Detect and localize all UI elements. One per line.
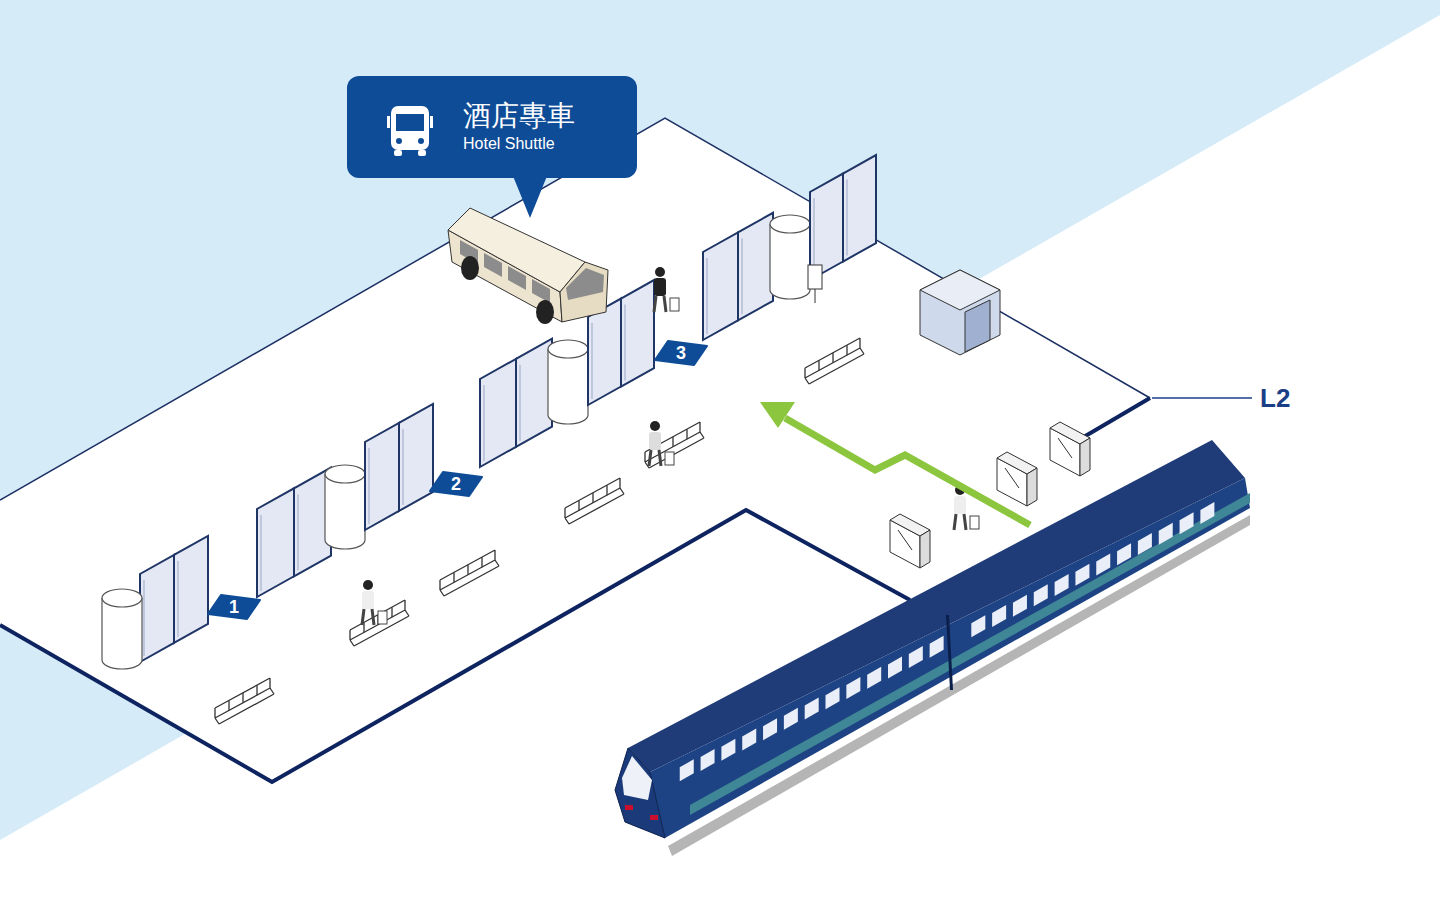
glass-frame — [369, 448, 370, 524]
glass-panel — [703, 232, 738, 340]
train-light — [650, 815, 658, 820]
train-light — [625, 805, 633, 810]
callout-box: 酒店專車Hotel Shuttle — [347, 76, 637, 178]
glass-frame — [742, 238, 743, 314]
train-window — [742, 728, 756, 750]
train-window — [1117, 543, 1131, 565]
callout-title: 酒店專車 — [463, 99, 613, 133]
pillar — [770, 215, 810, 299]
train-window — [805, 698, 819, 720]
train-window — [992, 605, 1006, 627]
shuttle-bus — [448, 208, 608, 324]
pillar — [325, 465, 365, 549]
glass-frame — [625, 305, 626, 381]
train-window — [930, 636, 944, 658]
bench — [215, 678, 274, 724]
train-window — [784, 708, 798, 730]
train-window — [1055, 574, 1069, 596]
glass-frame — [261, 515, 262, 591]
train-window — [826, 687, 840, 709]
bench — [645, 422, 704, 468]
train-side — [650, 478, 1250, 838]
bench — [805, 338, 864, 384]
glass-frame — [520, 365, 521, 441]
glass-panel — [174, 536, 208, 643]
car-joint — [948, 615, 952, 690]
glass-frame — [403, 429, 404, 505]
glass-frame — [592, 323, 593, 399]
glass-panel — [399, 404, 433, 511]
train-window — [1138, 533, 1152, 555]
train-window — [1200, 502, 1214, 524]
bay-number: 3 — [654, 340, 708, 366]
train-window — [1013, 595, 1027, 617]
person — [649, 421, 674, 466]
bay-number: 2 — [429, 471, 483, 497]
glass-panel — [365, 423, 399, 530]
train — [615, 440, 1250, 856]
sky-band — [0, 0, 1440, 840]
train-window — [1180, 512, 1194, 534]
callout-number: 3 — [676, 343, 686, 364]
glass-frame — [707, 258, 708, 334]
glass-panel — [516, 339, 552, 447]
bench — [350, 600, 409, 646]
train-window — [680, 759, 694, 781]
train-window — [971, 615, 985, 637]
train-roof — [628, 440, 1245, 772]
glass-panel — [140, 555, 174, 662]
glass-frame — [144, 580, 145, 656]
glass-frame — [814, 198, 815, 274]
train-window — [867, 667, 881, 689]
callout-subtitle: Hotel Shuttle — [463, 133, 613, 155]
train-window — [721, 739, 735, 761]
leader-line — [1152, 397, 1252, 399]
train-window — [1034, 584, 1048, 606]
train-stripe — [690, 493, 1250, 815]
bay-number: 1 — [207, 594, 261, 620]
ticket-gate — [890, 514, 930, 568]
train-window — [909, 646, 923, 668]
callout-number: 1 — [229, 597, 239, 618]
pillar — [548, 340, 588, 424]
bench — [565, 478, 624, 524]
ticket-gate — [1050, 422, 1090, 476]
sign-stand — [808, 265, 822, 303]
route-arrowhead — [760, 402, 795, 428]
glass-frame — [298, 494, 299, 570]
train-window — [1075, 564, 1089, 586]
train-nose — [615, 748, 665, 838]
platform-edge — [1082, 398, 1150, 438]
callout-number: 2 — [451, 474, 461, 495]
train-window — [846, 677, 860, 699]
route-arrow — [785, 418, 1030, 525]
glass-panel — [810, 174, 843, 280]
ticket-gate — [997, 452, 1037, 506]
train-window — [763, 718, 777, 740]
glass-frame — [847, 180, 848, 256]
train-window — [888, 656, 902, 678]
pillar — [102, 589, 142, 669]
glass-frame — [484, 385, 485, 461]
person — [362, 580, 387, 625]
glass-panel — [621, 280, 654, 386]
glass-frame — [178, 561, 179, 637]
person — [654, 267, 679, 312]
train-window — [1159, 523, 1173, 545]
level-label: L2 — [1260, 383, 1290, 414]
glass-panel — [738, 213, 773, 321]
glass-panel — [480, 359, 516, 467]
platform-objects — [102, 155, 1090, 724]
train-window — [1096, 554, 1110, 576]
glass-panel — [843, 155, 876, 261]
glass-panel — [257, 488, 294, 597]
train-windshield — [622, 756, 652, 800]
elevator — [920, 270, 1000, 355]
train-window — [701, 749, 715, 771]
bench — [440, 550, 499, 596]
